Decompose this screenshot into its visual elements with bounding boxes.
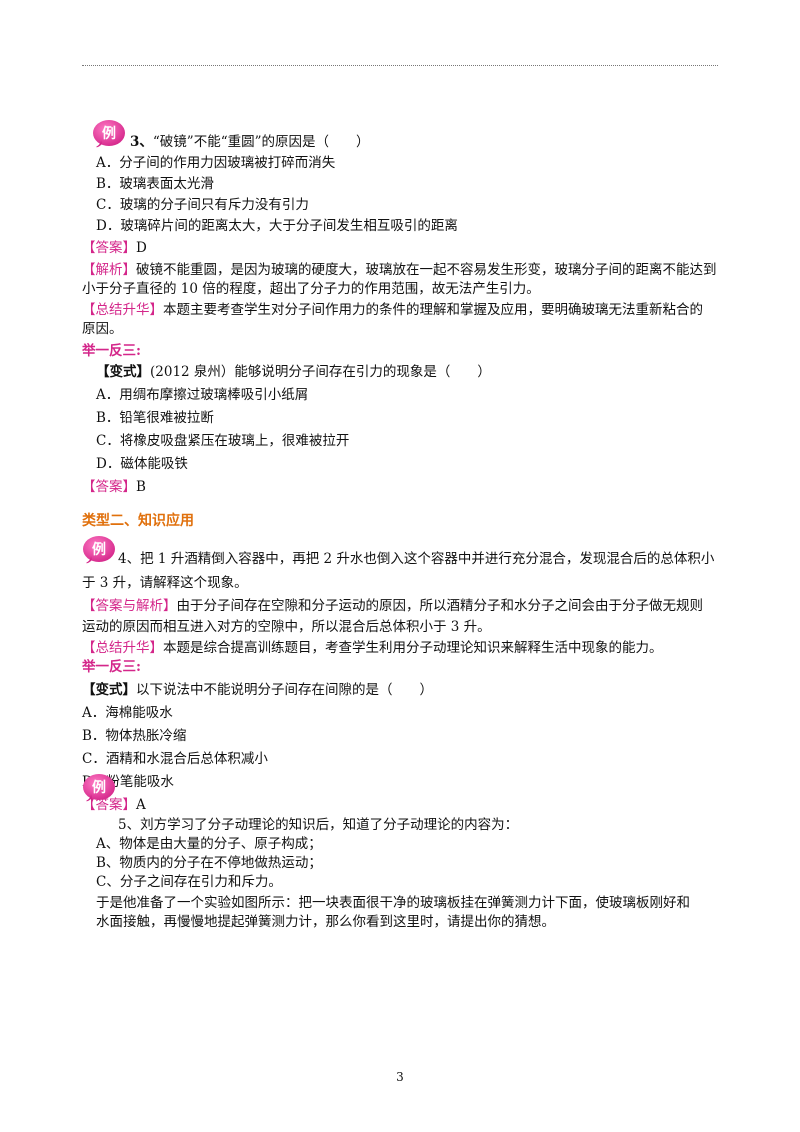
practice2-answer: 【答案】A xyxy=(82,796,146,814)
q3-answer-value: D xyxy=(136,240,147,256)
q5-item-b: B、物质内的分子在不停地做热运动； xyxy=(96,855,322,871)
q3-number: 3、 xyxy=(130,134,153,150)
q3-summary-tag: 【总结升华】 xyxy=(82,302,163,318)
q4-answer-text1: 由于分子间存在空隙和分子运动的原因，所以酒精分子和水分子之间会由于分子做无规则 xyxy=(176,598,704,614)
q3-analysis-text1: 破镜不能重圆，是因为玻璃的硬度大，玻璃放在一起不容易发生形变，玻璃分子间的距离不… xyxy=(136,262,717,278)
q3-stem: 3、“破镜”不能“重圆”的原因是（ ） xyxy=(130,133,370,151)
practice1-answer: 【答案】B xyxy=(82,478,146,496)
practice2-stem: 【变式】以下说法中不能说明分子间存在间隙的是（ ） xyxy=(82,681,433,699)
practice2-variant-tag: 【变式】 xyxy=(82,682,136,698)
q4-answer-line1: 【答案与解析】由于分子间存在空隙和分子运动的原因，所以酒精分子和水分子之间会由于… xyxy=(82,597,703,615)
q4-summary: 【总结升华】本题是综合提高训练题目，考查学生利用分子动理论知识来解释生活中现象的… xyxy=(82,639,663,657)
section2-title: 类型二、知识应用 xyxy=(82,513,194,529)
q3-summary-line1: 【总结升华】本题主要考查学生对分子间作用力的条件的理解和掌握及应用，要明确玻璃无… xyxy=(82,301,703,319)
practice2-answer-value: A xyxy=(136,797,146,813)
q3-analysis-tag: 【解析】 xyxy=(82,262,136,278)
svg-text:例: 例 xyxy=(102,125,116,142)
q3-option-a: A．分子间的作用力因玻璃被打碎而消失 xyxy=(96,155,336,171)
q3-option-b: B．玻璃表面太光滑 xyxy=(96,176,214,192)
q5-text-line2: 水面接触，再慢慢地提起弹簧测力计，那么你看到这里时，请提出你的猜想。 xyxy=(96,914,555,930)
practice2-option-c: C．酒精和水混合后总体积减小 xyxy=(82,751,268,767)
q4-stem-line1: 4、把 1 升酒精倒入容器中，再把 2 升水也倒入这个容器中并进行充分混合，发现… xyxy=(118,551,715,567)
example-icon: 例 xyxy=(93,120,125,148)
q3-answer: 【答案】D xyxy=(82,239,147,257)
q3-summary-text1: 本题主要考查学生对分子间作用力的条件的理解和掌握及应用，要明确玻璃无法重新粘合的 xyxy=(163,302,703,318)
example-icon: 例 xyxy=(83,536,115,564)
page-number: 3 xyxy=(396,1070,404,1084)
practice2-answer-tag: 【答案】 xyxy=(82,797,136,813)
practice2-option-a: A．海棉能吸水 xyxy=(82,705,173,721)
practice1-answer-value: B xyxy=(136,479,146,495)
q4-answer-line2: 运动的原因而相互进入对方的空隙中，所以混合后总体积小于 3 升。 xyxy=(82,619,491,635)
q3-stem-text: “破镜”不能“重圆”的原因是（ ） xyxy=(152,134,370,150)
q3-summary-line2: 原因。 xyxy=(82,321,123,337)
practice2-stem-text: 以下说法中不能说明分子间存在间隙的是（ ） xyxy=(136,682,433,698)
practice1-variant-tag: 【变式】 xyxy=(96,364,150,380)
q4-summary-tag: 【总结升华】 xyxy=(82,640,163,656)
q5-text-line1: 于是他准备了一个实验如图所示：把一块表面很干净的玻璃板挂在弹簧测力计下面，使玻璃… xyxy=(96,895,690,911)
q5-stem: 5、刘方学习了分子动理论的知识后，知道了分子动理论的内容为： xyxy=(118,817,519,833)
svg-text:例: 例 xyxy=(92,779,106,796)
q3-answer-tag: 【答案】 xyxy=(82,240,136,256)
q3-option-d: D．玻璃碎片间的距离太大，大于分子间发生相互吸引的距离 xyxy=(96,218,458,234)
q4-stem-line2: 于 3 升，请解释这个现象。 xyxy=(82,575,248,591)
q5-item-c: C、分子之间存在引力和斥力。 xyxy=(96,874,282,890)
practice1-option-d: D．磁体能吸铁 xyxy=(96,456,188,472)
practice1-heading: 举一反三: xyxy=(82,343,141,359)
q3-analysis-line1: 【解析】破镜不能重圆，是因为玻璃的硬度大，玻璃放在一起不容易发生形变，玻璃分子间… xyxy=(82,261,717,279)
practice1-stem: 【变式】(2012 泉州）能够说明分子间存在引力的现象是（ ） xyxy=(96,363,491,381)
q3-analysis-line2: 小于分子直径的 10 倍的程度，超出了分子力的作用范围，故无法产生引力。 xyxy=(82,281,540,297)
practice2-option-b: B．物体热胀冷缩 xyxy=(82,728,187,744)
practice1-option-c: C．将橡皮吸盘紧压在玻璃上，很难被拉开 xyxy=(96,433,350,449)
header-rule xyxy=(82,65,718,66)
practice1-option-a: A．用绸布摩擦过玻璃棒吸引小纸屑 xyxy=(96,387,309,403)
q4-answer-tag: 【答案与解析】 xyxy=(82,598,177,614)
svg-text:例: 例 xyxy=(92,541,106,558)
practice1-option-b: B．铅笔很难被拉断 xyxy=(96,410,214,426)
practice2-heading: 举一反三: xyxy=(82,659,141,675)
q4-summary-text: 本题是综合提高训练题目，考查学生利用分子动理论知识来解释生活中现象的能力。 xyxy=(163,640,663,656)
q3-option-c: C．玻璃的分子间只有斥力没有引力 xyxy=(96,197,309,213)
practice1-answer-tag: 【答案】 xyxy=(82,479,136,495)
practice1-stem-text: (2012 泉州）能够说明分子间存在引力的现象是（ ） xyxy=(150,364,491,380)
example-icon: 例 xyxy=(83,774,115,802)
q5-item-a: A、物体是由大量的分子、原子构成； xyxy=(96,836,322,852)
